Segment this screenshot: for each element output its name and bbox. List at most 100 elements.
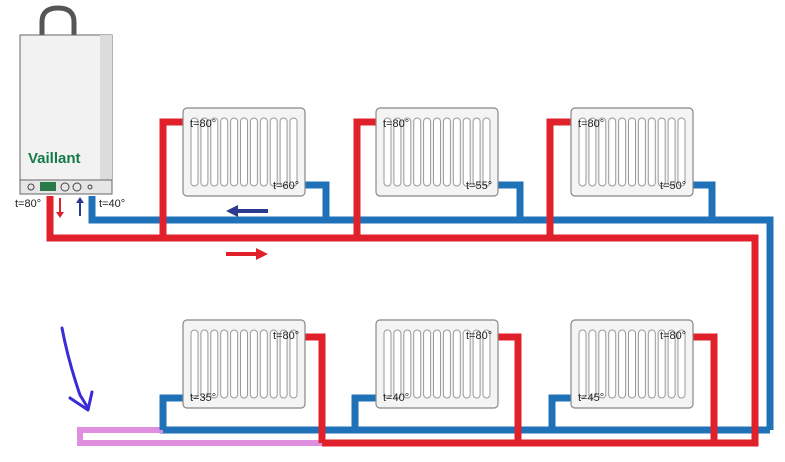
radiator-fin — [230, 329, 239, 399]
radiator-fin — [598, 117, 607, 187]
radiator-fin — [289, 329, 298, 399]
radiator-fin — [588, 117, 597, 187]
radiator-bottom-1 — [182, 319, 306, 409]
flow-arrow-icon — [226, 248, 268, 260]
supply-main — [46, 196, 759, 447]
radiator-fin — [647, 117, 656, 187]
radiator-fin — [423, 117, 432, 187]
radiator-fin — [628, 329, 636, 399]
radiator-fin — [413, 117, 422, 187]
radiator-fin — [462, 329, 471, 399]
radiator-top-2 — [375, 107, 499, 197]
supply-riser-top-2 — [353, 118, 378, 238]
radiator-fin — [190, 329, 199, 399]
radiator-fin — [433, 329, 441, 399]
return-arrow-icon — [226, 205, 268, 217]
radiator-fin — [657, 329, 666, 399]
radiator-fin — [423, 329, 432, 399]
boiler-icon: Vaillant — [19, 5, 113, 195]
boiler-return-arrow-icon — [76, 197, 84, 216]
radiator-bottom-3-inlet-label: t=80° — [660, 330, 686, 342]
radiator-fin — [482, 117, 491, 187]
radiator-fin — [647, 329, 656, 399]
radiator-bottom-2-inlet-label: t=80° — [466, 330, 492, 342]
radiator-fin — [677, 329, 686, 399]
radiator-fin — [220, 329, 229, 399]
radiator-fin — [383, 329, 392, 399]
radiator-fin — [482, 329, 491, 399]
radiator-fin — [393, 329, 402, 399]
highlight-loop — [77, 427, 322, 446]
radiator-fin — [289, 117, 298, 187]
radiator-fin — [588, 329, 597, 399]
radiator-fin — [383, 117, 392, 187]
radiator-fin — [413, 329, 422, 399]
return-drop-top-3 — [692, 181, 716, 220]
radiator-fin — [433, 117, 441, 187]
radiator-bottom-1-inlet-label: t=80° — [273, 330, 299, 342]
radiator-fin — [259, 117, 268, 187]
radiator-fin — [442, 329, 451, 399]
radiator-fin — [677, 117, 686, 187]
radiator-fin — [210, 329, 219, 399]
radiator-bottom-3-outlet-label: t=45° — [578, 392, 604, 404]
radiator-fin — [637, 329, 646, 399]
radiator-fin — [637, 117, 646, 187]
radiator-fin — [393, 117, 402, 187]
radiator-fin — [667, 117, 676, 187]
radiator-fin — [240, 329, 248, 399]
radiator-top-3-inlet-label: t=80° — [578, 118, 604, 130]
radiator-fin — [210, 117, 219, 187]
radiator-fin — [249, 117, 258, 187]
radiator-top-2-outlet-label: t=55° — [466, 180, 492, 192]
radiators-top — [182, 107, 694, 197]
pipe-network — [46, 118, 774, 447]
supply-riser-bottom-1 — [305, 333, 326, 443]
radiator-bottom-3 — [570, 319, 694, 409]
radiator-top-1-inlet-label: t=80° — [190, 118, 216, 130]
supply-riser-bottom-3 — [692, 333, 718, 443]
radiator-fin — [403, 117, 412, 187]
return-drop-top-2 — [498, 181, 524, 220]
return-drop-bottom-1 — [159, 394, 185, 430]
radiator-fin — [657, 117, 666, 187]
supply-riser-bottom-2 — [498, 333, 522, 443]
supply-riser-top-3 — [546, 118, 573, 238]
radiator-fin — [403, 329, 412, 399]
return-drop-top-1 — [305, 181, 330, 220]
radiator-fin — [667, 329, 676, 399]
radiator-bottom-2 — [375, 319, 499, 409]
radiator-fin — [598, 329, 607, 399]
radiator-fin — [249, 329, 258, 399]
radiator-fin — [279, 329, 288, 399]
radiator-fin — [220, 117, 229, 187]
radiator-fin — [452, 117, 461, 187]
radiator-top-1-outlet-label: t=60° — [273, 180, 299, 192]
return-drop-bottom-3 — [548, 394, 573, 430]
boiler-brand: Vaillant — [28, 150, 81, 167]
return-drop-bottom-2 — [351, 394, 378, 430]
radiator-bottom-1-outlet-label: t=35° — [190, 392, 216, 404]
radiator-fin — [628, 117, 636, 187]
radiator-fin — [472, 117, 481, 187]
radiator-fin — [608, 117, 617, 187]
radiator-fin — [269, 117, 278, 187]
radiator-fin — [269, 329, 278, 399]
boiler-supply-temp: t=80° — [15, 198, 41, 210]
radiator-fin — [259, 329, 268, 399]
radiator-fin — [472, 329, 481, 399]
radiator-top-3 — [570, 107, 694, 197]
radiator-fin — [200, 117, 209, 187]
supply-riser-top-1 — [159, 118, 185, 238]
boiler-return-temp: t=40° — [99, 198, 125, 210]
radiator-fin — [240, 117, 248, 187]
radiator-fin — [442, 117, 451, 187]
boiler-supply-arrow-icon — [56, 198, 64, 218]
radiator-top-2-inlet-label: t=80° — [383, 118, 409, 130]
return-main-upper — [88, 196, 774, 430]
radiator-fin — [452, 329, 461, 399]
annotation-arrow-icon — [60, 326, 94, 412]
radiator-fin — [578, 329, 587, 399]
radiator-fin — [190, 117, 199, 187]
